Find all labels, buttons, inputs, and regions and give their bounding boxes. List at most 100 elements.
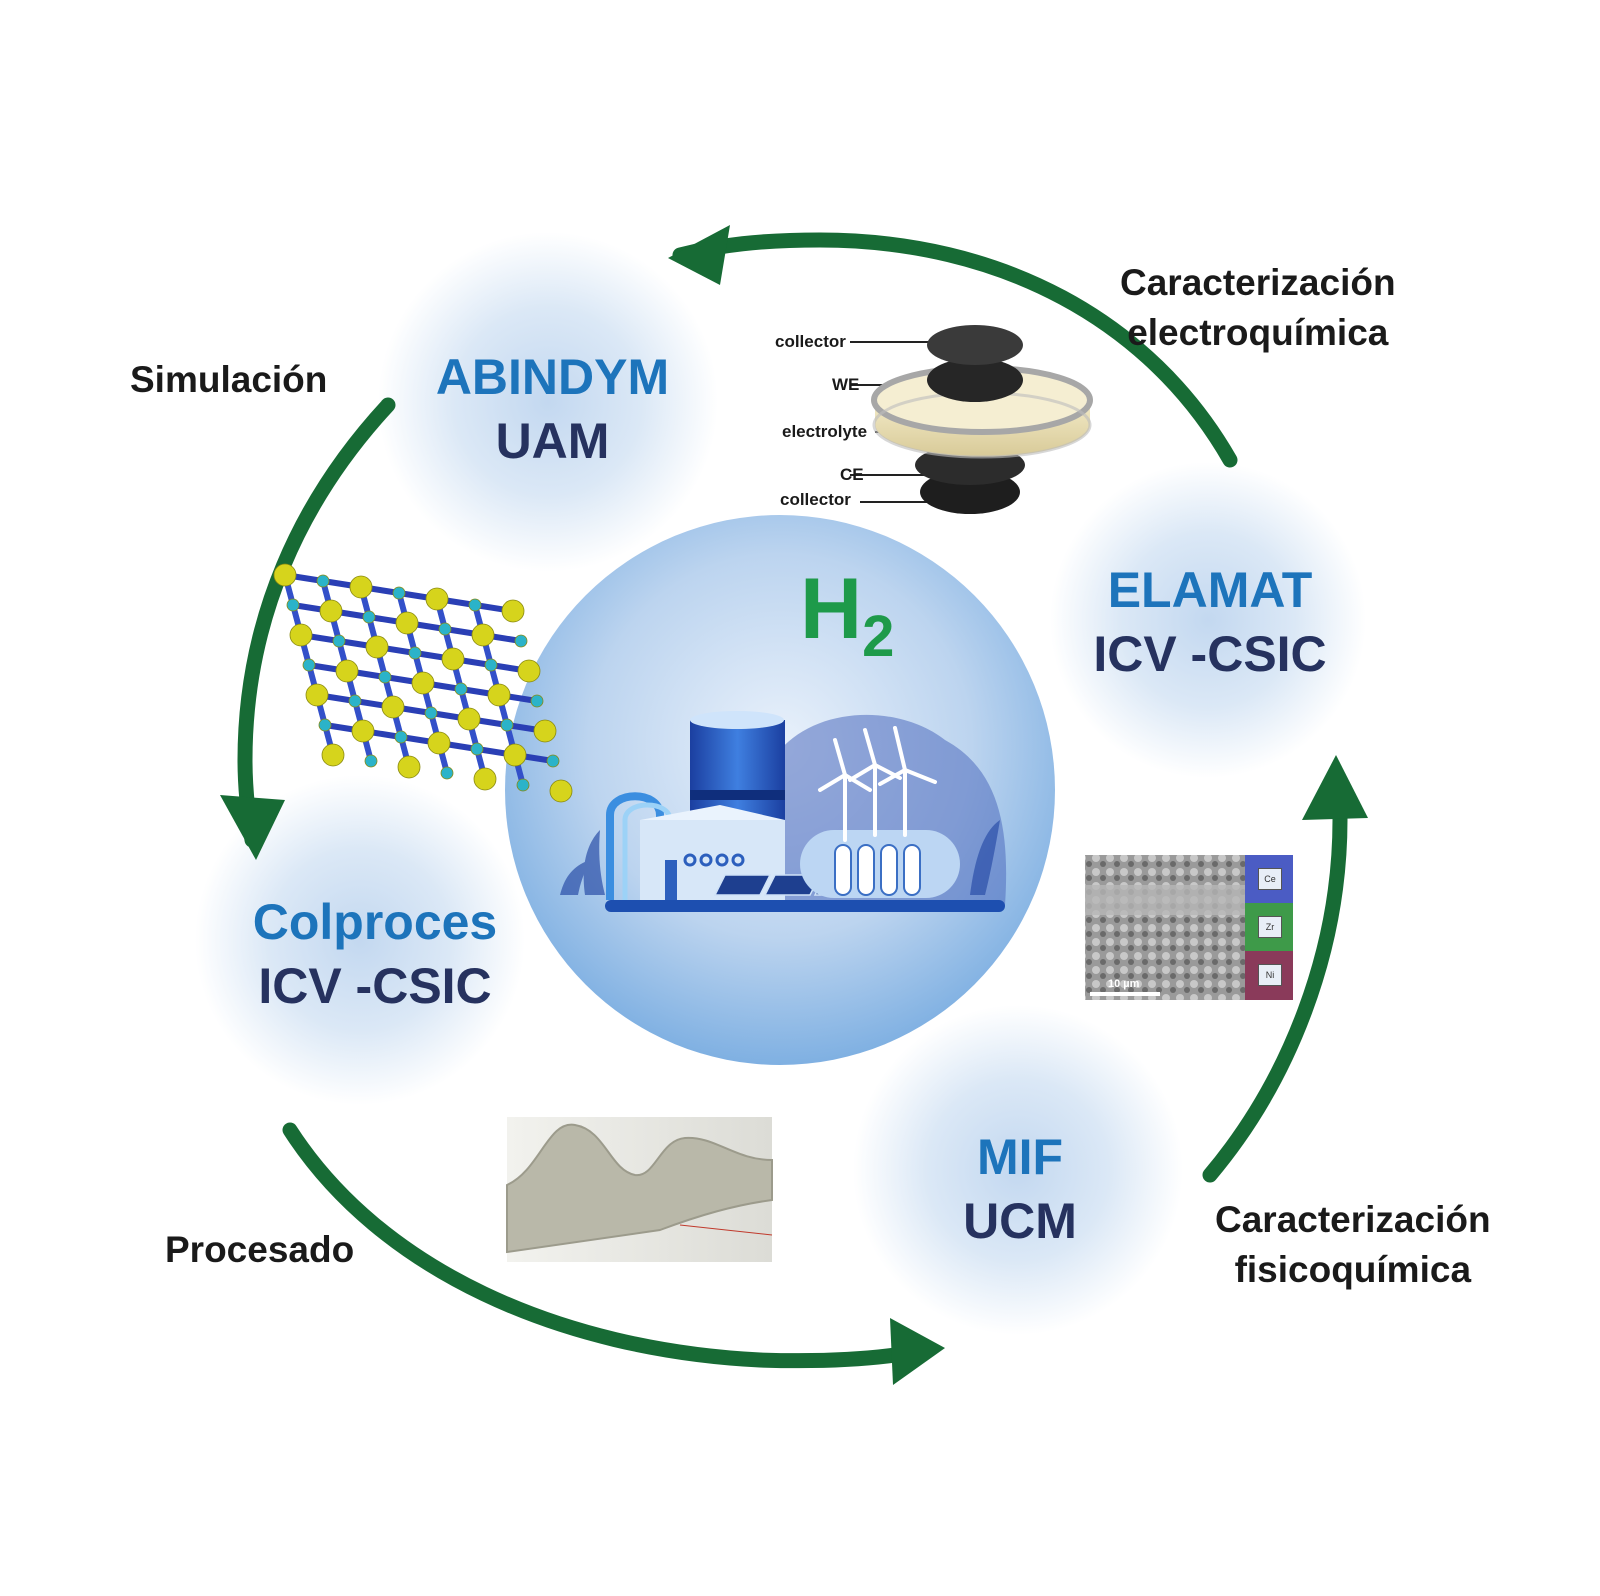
- crystal-atom: [468, 598, 482, 612]
- crystal-atom: [533, 719, 557, 743]
- crystal-atom: [335, 659, 359, 683]
- crystal-atom: [348, 694, 362, 708]
- group-institution: UCM: [963, 1193, 1077, 1249]
- crystal-atom: [365, 635, 389, 659]
- hydrogen-symbol: H2: [800, 560, 894, 670]
- crystal-atom: [516, 778, 530, 792]
- stage-line: Procesado: [165, 1229, 355, 1270]
- crystal-atom: [503, 743, 527, 767]
- lobe-abindym: [378, 232, 718, 572]
- crystal-atom: [349, 575, 373, 599]
- stage-label-simulacion: Simulación: [130, 355, 327, 405]
- crystal-atom: [381, 695, 405, 719]
- crystal-atom: [471, 623, 495, 647]
- crystal-atom: [470, 742, 484, 756]
- arrow-head: [668, 225, 730, 285]
- crystal-atom: [530, 694, 544, 708]
- sem-tag-ni: Ni: [1258, 964, 1282, 986]
- crystal-atom: [440, 766, 454, 780]
- crystal-atom: [394, 730, 408, 744]
- fuel-cell-stack-icon: [850, 325, 1093, 514]
- stage-line: Simulación: [130, 359, 328, 400]
- group-name: ABINDYM: [435, 349, 670, 405]
- stage-label-electroquimica: Caracterización electroquímica: [1120, 258, 1396, 358]
- group-elamat: ELAMAT ICV -CSIC: [1085, 558, 1335, 686]
- crystal-atom: [454, 682, 468, 696]
- crystal-atom: [487, 683, 511, 707]
- crystal-atom: [305, 683, 329, 707]
- sem-tag-zr: Zr: [1258, 916, 1282, 938]
- group-name: ELAMAT: [1107, 562, 1313, 618]
- arrow-head: [220, 795, 285, 860]
- crystal-atom: [425, 587, 449, 611]
- stage-line: fisicoquímica: [1234, 1249, 1472, 1290]
- crystal-atom: [332, 634, 346, 648]
- hydrogen-subscript: 2: [862, 604, 895, 669]
- stage-line: Caracterización: [1120, 262, 1396, 303]
- group-institution: UAM: [495, 413, 610, 469]
- crystal-atom: [500, 718, 514, 732]
- hydrogen-letter: H: [800, 561, 863, 657]
- sem-scale-label: 10 µm: [1108, 978, 1140, 990]
- sem-tag-ce: Ce: [1258, 868, 1282, 890]
- cell-label-ce: CE: [840, 465, 864, 484]
- crystal-atom: [362, 610, 376, 624]
- crystal-atom: [321, 743, 345, 767]
- crystal-atom: [351, 719, 375, 743]
- crystal-atom: [364, 754, 378, 768]
- ceramic-tape-icon: [506, 1117, 773, 1262]
- cell-label-collector-bottom: collector: [780, 490, 851, 509]
- lobe-colproces: [195, 775, 525, 1105]
- lobe-mif: [853, 1005, 1183, 1335]
- crystal-atom: [546, 754, 560, 768]
- lobe-elamat: [1050, 462, 1366, 778]
- group-institution: ICV -CSIC: [1093, 626, 1327, 682]
- crystal-atom: [289, 623, 313, 647]
- crystal-atom: [457, 707, 481, 731]
- group-name: MIF: [976, 1129, 1064, 1185]
- arrow-procesado-to-fisicoquimica: [282, 1122, 923, 1369]
- sem-micrograph-icon: [1085, 855, 1293, 1000]
- crystal-atom: [438, 622, 452, 636]
- crystal-atom: [427, 731, 451, 755]
- green-hydrogen-plant-icon: [560, 711, 1007, 912]
- crystal-atom: [378, 670, 392, 684]
- crystal-atom: [318, 718, 332, 732]
- crystal-atom: [319, 599, 343, 623]
- crystal-atom: [501, 599, 525, 623]
- crystal-atom: [316, 574, 330, 588]
- crystal-atom: [473, 767, 497, 791]
- group-abindym: ABINDYM UAM: [420, 345, 685, 473]
- crystal-atom: [286, 598, 300, 612]
- crystal-atom: [392, 586, 406, 600]
- crystal-atom: [441, 647, 465, 671]
- stage-line: Caracterización: [1215, 1199, 1491, 1240]
- crystal-atom: [397, 755, 421, 779]
- crystal-atom: [424, 706, 438, 720]
- crystal-atom: [411, 671, 435, 695]
- stage-label-procesado: Procesado: [165, 1225, 354, 1275]
- crystal-atom: [408, 646, 422, 660]
- cycle-arrows: [220, 225, 1368, 1385]
- crystal-structure-icon: [273, 563, 573, 803]
- group-mif: MIF UCM: [910, 1125, 1130, 1253]
- crystal-atom: [484, 658, 498, 672]
- group-colproces: Colproces ICV -CSIC: [240, 890, 510, 1018]
- cell-label-collector-top: collector: [775, 332, 846, 351]
- group-name: Colproces: [252, 894, 498, 950]
- group-institution: ICV -CSIC: [258, 958, 492, 1014]
- crystal-atom: [517, 659, 541, 683]
- stage-line: electroquímica: [1127, 312, 1389, 353]
- crystal-atom: [395, 611, 419, 635]
- crystal-atom: [302, 658, 316, 672]
- stage-label-fisicoquimica: Caracterización fisicoquímica: [1215, 1195, 1491, 1295]
- crystal-atom: [273, 563, 297, 587]
- arrow-head: [1302, 755, 1368, 820]
- group-lobes: [195, 232, 1366, 1335]
- cell-label-electrolyte: electrolyte: [782, 422, 868, 441]
- arrow-head: [890, 1318, 945, 1385]
- arrow-electroquimica-to-simulacion: [672, 232, 1238, 468]
- crystal-atom: [549, 779, 573, 803]
